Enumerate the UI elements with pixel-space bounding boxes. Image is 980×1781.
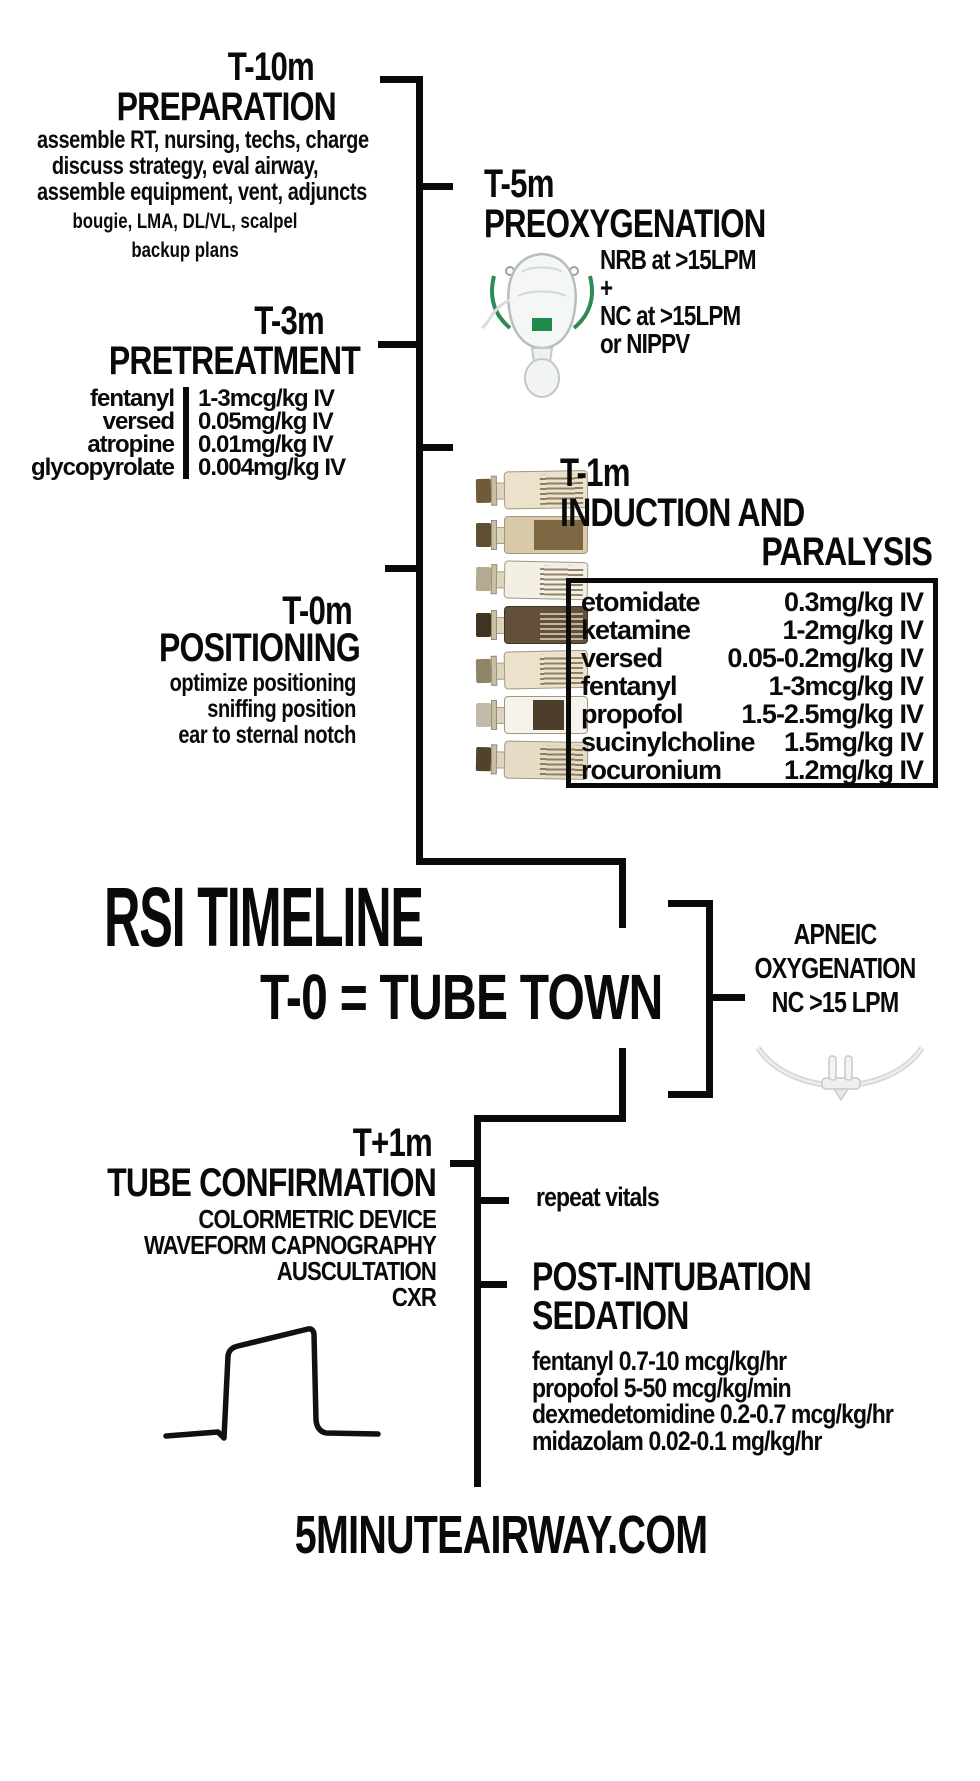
induction-heading-line2: PARALYSIS: [761, 530, 932, 574]
medication-vial-icon: [476, 605, 588, 645]
drug-dose: 1-3mcg/kg IV: [198, 385, 335, 412]
pretreatment-heading: PRETREATMENT: [108, 339, 361, 383]
preoxygenation-heading: PREOXYGENATION: [484, 202, 766, 246]
timeline-stub-below-title: [619, 1048, 626, 1122]
pretreatment-time: T-3m: [254, 299, 324, 343]
preoxygenation-time: T-5m: [484, 162, 554, 206]
preparation-heading: PREPARATION: [116, 85, 337, 129]
apneic-bracket-bottom: [668, 1091, 713, 1098]
drug-name: versed: [102, 408, 175, 435]
positioning-heading: POSITIONING: [159, 626, 361, 670]
capnography-waveform-icon: [163, 1326, 381, 1441]
timeline-stub-above-title: [619, 858, 626, 928]
apneic-bracket-tick: [713, 994, 745, 1001]
apneic-oxygenation-note: APNEIC OXYGENATION NC >15 LPM: [754, 919, 917, 1019]
medication-vial-icon: [476, 695, 588, 735]
drug-name: atropine: [87, 431, 175, 458]
drug-dose: 0.05mg/kg IV: [198, 408, 334, 435]
positioning-time: T-0m: [282, 589, 352, 633]
drug-dose: 0.004mg/kg IV: [198, 454, 346, 481]
drug-name: fentanyl: [89, 385, 175, 412]
nasal-cannula-icon: [755, 1046, 925, 1102]
drug-dose: 0.01mg/kg IV: [198, 431, 334, 458]
apneic-bracket-vertical: [706, 900, 713, 1098]
drug-name: glycopyrolate: [30, 454, 175, 481]
oxygen-mask-icon: [480, 252, 594, 398]
tick-t-plus-1m: [450, 1160, 474, 1167]
timeline-top-horizontal: [380, 76, 423, 83]
induction-time: T-1m: [560, 451, 630, 495]
tube-confirmation-notes: COLORMETRIC DEVICE WAVEFORM CAPNOGRAPHY …: [143, 1204, 437, 1312]
pretreatment-drug-names: fentanyl versed atropine glycopyrolate: [12, 385, 189, 481]
timeline-upper-spine: [416, 76, 423, 865]
tick-t1m: [423, 444, 453, 451]
tick-post-intubation: [481, 1281, 507, 1288]
preparation-notes: assemble RT, nursing, techs, charge disc…: [37, 126, 369, 206]
post-intubation-drugs: fentanyl 0.7-10 mcg/kg/hr propofol 5-50 …: [532, 1348, 957, 1454]
repeat-vitals-note: repeat vitals: [536, 1182, 660, 1212]
website-footer: 5MINUTEAIRWAY.COM: [294, 1505, 708, 1565]
timeline-elbow-horizontal: [416, 858, 626, 865]
tick-t0m: [385, 565, 416, 572]
pretreatment-drug-table: fentanyl versed atropine glycopyrolate 1…: [12, 385, 346, 481]
sedation-drug: midazolam 0.02-0.1 mg/kg/hr: [532, 1425, 822, 1456]
pretreatment-drug-doses: 1-3mcg/kg IV 0.05mg/kg IV 0.01mg/kg IV 0…: [189, 385, 346, 481]
sedation-drug: dexmedetomidine 0.2-0.7 mcg/kg/hr: [532, 1399, 894, 1429]
preparation-time: T-10m: [227, 45, 315, 89]
tick-t3m: [378, 341, 416, 348]
apneic-bracket-top: [668, 900, 713, 907]
preparation-subnotes: bougie, LMA, DL/VL, scalpel backup plans: [72, 210, 298, 262]
induction-heading-line1: INDUCTION AND: [560, 491, 805, 535]
medication-vial-icon: [476, 515, 588, 555]
post-intubation-heading: POST-INTUBATION SEDATION: [532, 1255, 812, 1338]
timeline-jog-horizontal: [474, 1115, 626, 1122]
positioning-notes: optimize positioning sniffing position e…: [169, 669, 357, 749]
sedation-drug: propofol 5-50 mcg/kg/min: [532, 1372, 792, 1403]
tick-t5m: [423, 183, 453, 190]
poster-title: RSI TIMELINE: [104, 870, 424, 964]
poster-subtitle: T-0 = TUBE TOWN: [260, 961, 663, 1033]
tick-repeat-vitals: [481, 1197, 509, 1204]
tube-confirmation-heading: TUBE CONFIRMATION: [107, 1161, 437, 1205]
preoxygenation-notes: NRB at >15LPM + NC at >15LPM or NIPPV: [600, 244, 757, 359]
timeline-lower-spine: [474, 1115, 481, 1487]
tube-confirmation-time: T+1m: [352, 1121, 433, 1165]
sedation-drug: fentanyl 0.7-10 mcg/kg/hr: [532, 1346, 787, 1376]
